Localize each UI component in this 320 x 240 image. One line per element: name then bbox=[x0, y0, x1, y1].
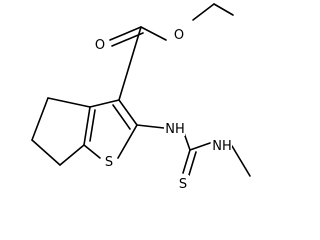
bond-c4-c5 bbox=[31, 97, 49, 141]
bond-c3a-c4 bbox=[47, 97, 91, 108]
thiocarbonyl-sulfur-label: S bbox=[179, 177, 187, 192]
thiourea-bonds bbox=[136, 124, 251, 177]
bond-c3-c3a bbox=[89, 99, 120, 108]
bond-c3-c2-b bbox=[112, 104, 131, 130]
bond-c6a-c3a-a bbox=[83, 106, 91, 146]
thiophene-ring-bonds bbox=[83, 99, 138, 159]
bond-c2-s1 bbox=[117, 124, 138, 159]
carbonyl-to-ring-bond bbox=[118, 26, 142, 101]
bond-nh-methyl bbox=[231, 145, 251, 177]
bond-c5-c6 bbox=[31, 139, 61, 166]
atom-thiocarbonyl-sulfur: S bbox=[177, 175, 189, 192]
bond-c2-nh bbox=[136, 124, 165, 129]
chemical-structure: O O S NH S NH bbox=[31, 3, 251, 192]
bond-c3-c2-a bbox=[118, 99, 138, 126]
bond-ester-o-carbonyl-c bbox=[140, 26, 167, 41]
bond-c6-c6a bbox=[59, 144, 85, 166]
ethyl-ester-bonds bbox=[140, 3, 234, 41]
atom-ester-oxygen: O bbox=[173, 26, 185, 43]
methylamine-nitrogen-label: NH bbox=[212, 139, 232, 154]
carbonyl-oxygen-label: O bbox=[95, 38, 105, 53]
bond-thiourea-c-nh bbox=[189, 142, 211, 151]
bond-thiourea-c-s-a bbox=[182, 149, 191, 174]
cyclopentane-ring-bonds bbox=[31, 97, 91, 166]
ester-oxygen-label: O bbox=[174, 28, 184, 43]
atom-ring-sulfur: S bbox=[103, 153, 115, 170]
bond-thiourea-c-s-b bbox=[188, 151, 197, 176]
atom-carbonyl-oxygen: O bbox=[94, 36, 106, 53]
atom-methylamine-nitrogen: NH bbox=[211, 137, 232, 154]
atom-amine-nitrogen: NH bbox=[164, 120, 185, 137]
bond-ch2-ester-o bbox=[192, 3, 215, 21]
bond-s1-c6a bbox=[83, 144, 101, 159]
bond-c6a-c3a-b bbox=[89, 109, 96, 142]
bond-carbonyl-c-o-a bbox=[109, 26, 142, 41]
bond-ch3-ch2 bbox=[213, 3, 234, 16]
bond-carbonyl-c-ring-c3 bbox=[118, 26, 142, 101]
amine-nitrogen-label: NH bbox=[165, 122, 185, 137]
ring-sulfur-label: S bbox=[105, 155, 113, 170]
